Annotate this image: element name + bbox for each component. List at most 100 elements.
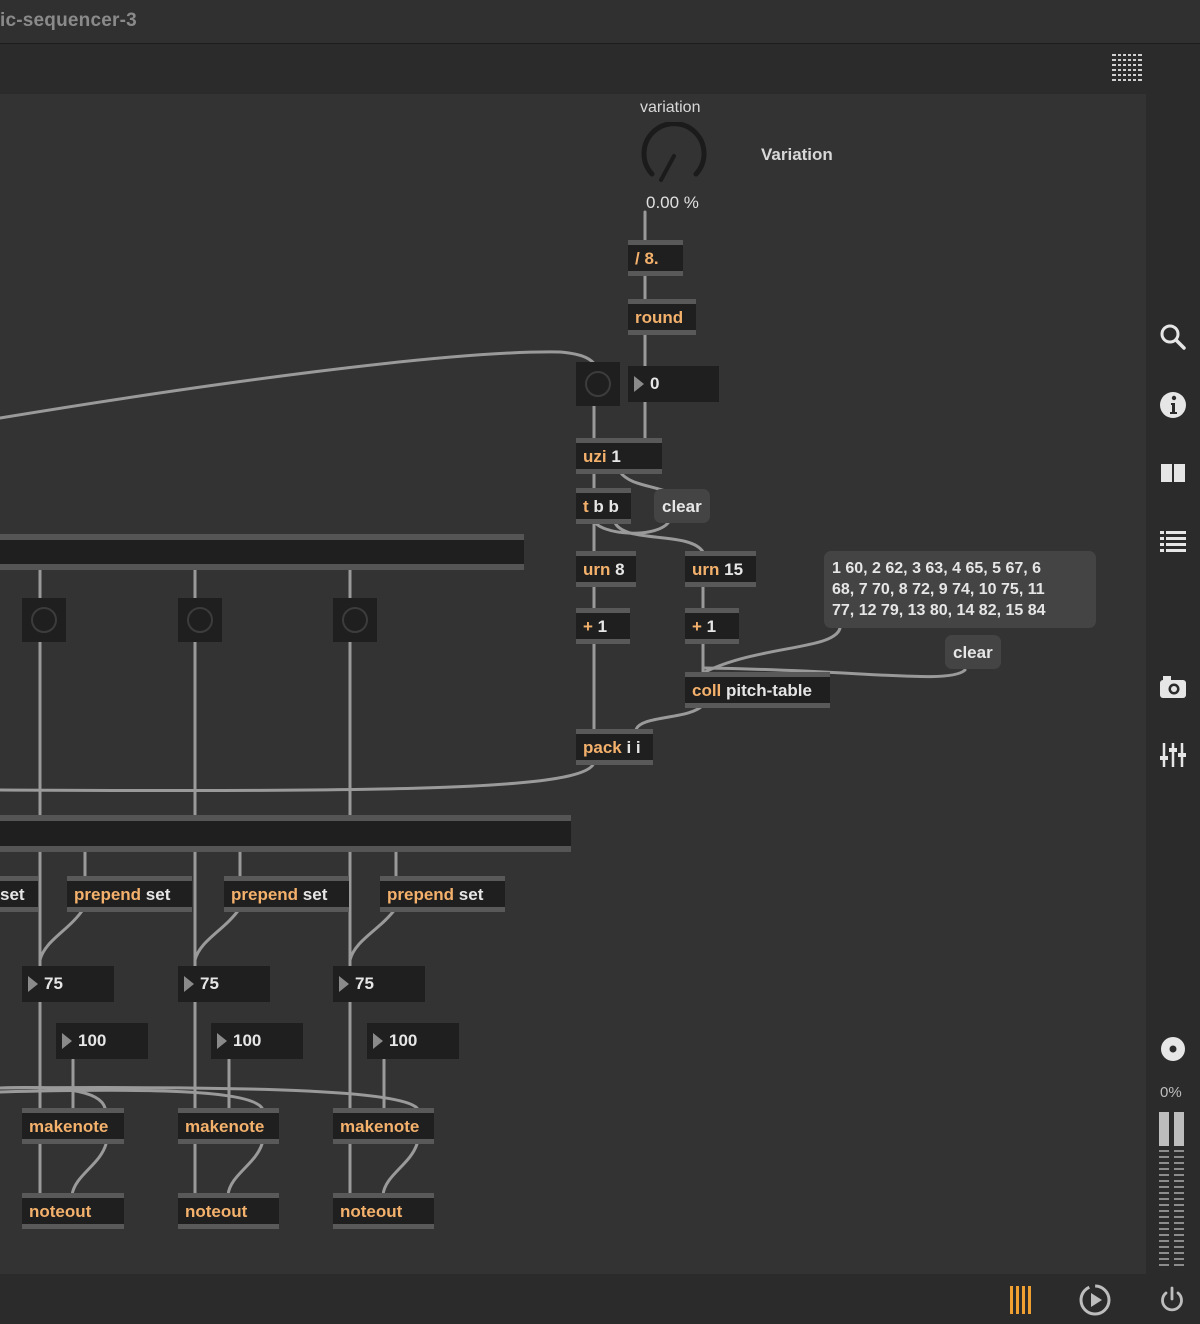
duration-number-2[interactable]: 100 [211,1023,303,1059]
number-triangle-icon [339,976,349,992]
clear-message-1[interactable]: clear [654,489,710,523]
prepend-partial-label: set [0,885,25,904]
variation-dial[interactable] [638,121,710,186]
window-title: ic-sequencer-3 [0,10,137,31]
round-object[interactable]: round [628,299,696,335]
prepend-object-2[interactable]: prepend set [224,876,349,912]
duration-number-1[interactable]: 100 [56,1023,148,1059]
prepend-arg: set [145,885,171,904]
prepend-name: prepend [74,885,142,904]
prepend-label-2: prepend set [231,885,327,905]
coll-arg: pitch-table [726,681,812,700]
cpu-percent: 0% [1160,1084,1182,1101]
makenote-object-3[interactable]: makenote [333,1108,434,1144]
prepend-label-1: prepend set [74,885,170,905]
urn15-arg: 15 [724,560,744,579]
list-icon[interactable] [1158,526,1188,556]
route-bar-bottom[interactable] [0,815,571,852]
number-box-0[interactable]: 0 [628,366,719,402]
noteout-object-1[interactable]: noteout [22,1193,124,1229]
duration-number-3[interactable]: 100 [367,1023,459,1059]
grid-icon[interactable] [1112,54,1142,82]
makenote-object-2[interactable]: makenote [178,1108,279,1144]
urn15-label: urn 15 [692,560,743,580]
duration-value: 100 [78,1031,107,1050]
duration-value: 100 [233,1031,262,1050]
divide-object[interactable]: / 8. [628,240,683,276]
bang-ring [187,607,213,633]
noteout-label: noteout [29,1202,92,1221]
trigger-label: t b b [583,497,619,517]
urn8-object[interactable]: urn 8 [576,551,636,587]
plus1-object-b[interactable]: + 1 [685,608,739,644]
bang-button-3[interactable] [333,598,377,642]
snapshot-icon[interactable] [1158,672,1188,702]
right-sidebar: 0% [1146,94,1200,1274]
plus1-object-a[interactable]: + 1 [576,608,630,644]
uzi-arg: 1 [611,447,621,466]
velocity-number-1[interactable]: 75 [22,966,114,1002]
bottom-bar [0,1274,1200,1324]
urn8-label: urn 8 [583,560,625,580]
trigger-arg: b b [593,497,619,516]
trigger-object[interactable]: t b b [576,488,631,524]
plus1a-name: + [583,617,593,636]
plus1a-label: + 1 [583,617,607,637]
velocity-number-3[interactable]: 75 [333,966,425,1002]
patch-cords [0,210,967,1197]
noteout-object-2[interactable]: noteout [178,1193,279,1229]
patcher-canvas[interactable] [0,94,1146,1274]
bang-button-2[interactable] [178,598,222,642]
clear-message-2[interactable]: clear [945,635,1001,669]
coll-contents-message[interactable]: 1 60, 2 62, 3 63, 4 65, 5 67, 6 68, 7 70… [824,551,1096,628]
number-triangle-icon [184,976,194,992]
bang-button[interactable] [576,362,620,406]
urn15-object[interactable]: urn 15 [685,551,756,587]
uzi-label: uzi 1 [583,447,621,467]
velocity-value: 75 [44,974,63,993]
bang-ring [585,371,611,397]
pack-object[interactable]: pack i i [576,729,653,765]
prepend-arg: set [302,885,328,904]
record-icon[interactable] [1158,1034,1188,1064]
pack-label: pack i i [583,738,641,758]
bang-button-1[interactable] [22,598,66,642]
number-triangle-icon [217,1033,227,1049]
prepend-object-1[interactable]: prepend set [67,876,192,912]
number-triangle-icon [28,976,38,992]
number-value: 0 [650,374,660,393]
toolbar [0,44,1200,94]
velocity-value: 75 [200,974,219,993]
plus1a-arg: 1 [597,617,608,636]
makenote-label: makenote [29,1117,109,1136]
prepend-object-3[interactable]: prepend set [380,876,505,912]
search-icon[interactable] [1158,322,1188,352]
power-icon[interactable] [1159,1286,1185,1314]
coll-name: coll [692,681,722,700]
route-bar-top[interactable] [0,534,524,570]
bang-ring [342,607,368,633]
metronome-icon[interactable] [1008,1286,1038,1314]
uzi-object[interactable]: uzi 1 [576,438,662,474]
coll-object[interactable]: coll pitch-table [685,672,830,708]
duration-value: 100 [389,1031,418,1050]
dial-value: 0.00 % [646,193,699,212]
prepend-name: prepend [231,885,299,904]
meter-icon [1158,1112,1186,1270]
plus1b-label: + 1 [692,617,716,637]
bang-ring [31,607,57,633]
mixer-icon[interactable] [1158,740,1188,770]
split-view-icon[interactable] [1158,458,1188,488]
prepend-label-3: prepend set [387,885,483,905]
trigger-name: t [583,497,589,516]
prepend-partial-object[interactable]: set [0,876,38,912]
plus1b-arg: 1 [706,617,717,636]
noteout-object-3[interactable]: noteout [333,1193,434,1229]
number-triangle-icon [62,1033,72,1049]
transport-icon[interactable] [1078,1283,1112,1317]
info-icon[interactable] [1158,390,1188,420]
velocity-number-2[interactable]: 75 [178,966,270,1002]
makenote-object-1[interactable]: makenote [22,1108,124,1144]
prepend-arg: set [458,885,484,904]
makenote-label: makenote [340,1117,420,1136]
